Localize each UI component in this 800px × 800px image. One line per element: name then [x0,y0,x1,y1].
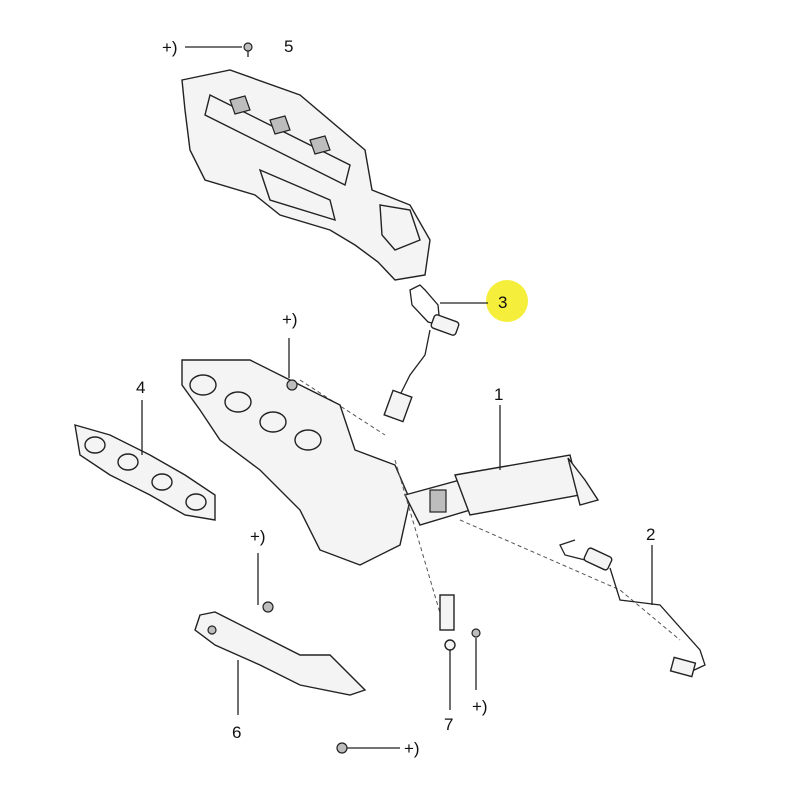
callout-5: 5 [284,37,293,56]
callout-3: 3 [498,293,507,312]
gasket-part-4[interactable] [74,424,216,521]
bolt-icon-top [243,42,253,57]
fastener-mark-bracket: +) [250,527,266,546]
bracket-part-6[interactable] [194,611,367,696]
oxygen-sensor-part-3[interactable] [383,284,460,423]
bolt-icon-bracket [257,553,274,613]
fastener-mark-clamp: +) [472,697,488,716]
part-3-highlight [486,280,528,322]
callout-2: 2 [646,525,655,544]
oxygen-sensor-part-2[interactable] [559,539,706,678]
callout-6: 6 [232,723,241,742]
fastener-mark-bottom: +) [404,739,420,758]
clamp-part-7[interactable] [439,594,481,651]
fastener-mark-top: +) [162,38,178,57]
callout-1: 1 [494,385,503,404]
exhaust-manifold-part-1[interactable] [181,359,600,566]
callout-7: 7 [444,715,453,734]
heat-shield-part-5[interactable] [181,69,431,281]
callout-4: 4 [136,378,145,397]
fastener-mark-manifold: +) [282,310,298,329]
bolt-icon-manifold [286,338,298,391]
bolt-icon-bottom [336,742,400,754]
